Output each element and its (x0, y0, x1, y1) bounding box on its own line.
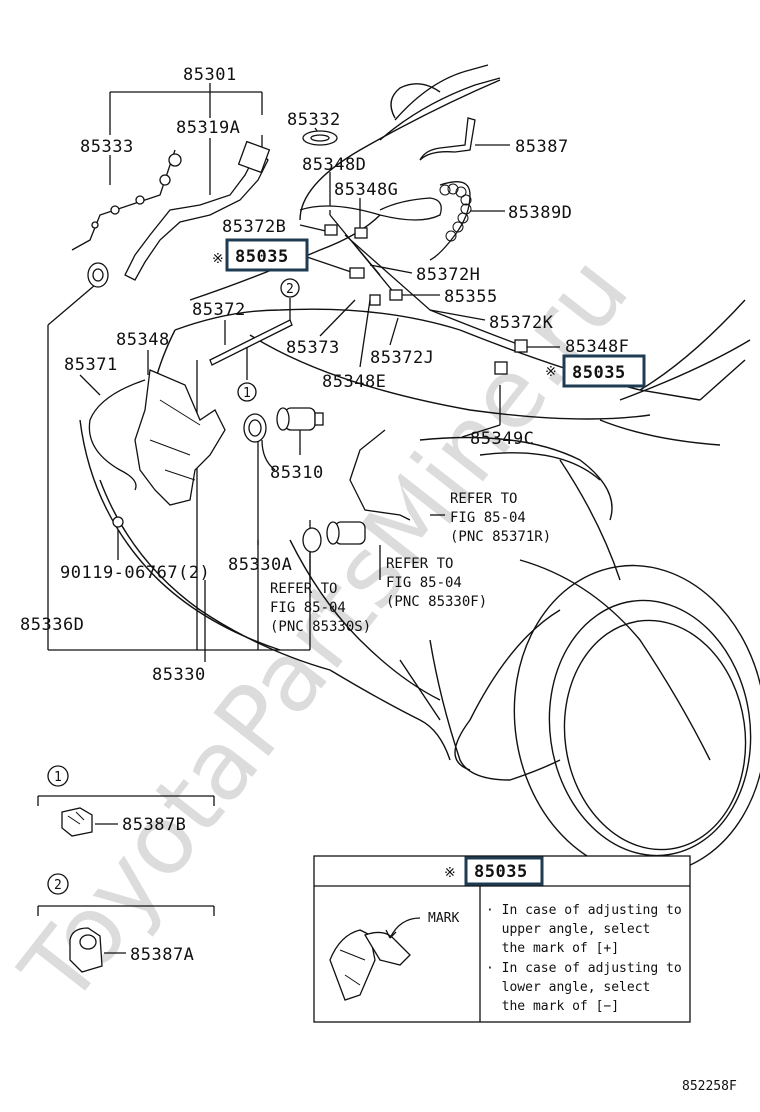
label-85349C[interactable]: 85349C (470, 429, 534, 449)
label-85387B[interactable]: 85387B (122, 815, 186, 835)
legend-1: 1 85387B (37, 765, 215, 837)
marker-1: 1 (243, 386, 251, 401)
label-85348D[interactable]: 85348D (302, 155, 366, 175)
label-85372J[interactable]: 85372J (370, 348, 434, 368)
note-line-4: · In case of adjusting to (486, 961, 682, 976)
note-line-3: the mark of [+] (486, 941, 619, 956)
refer-85330F-line1: REFER TO (386, 556, 453, 572)
vehicle-body-outline (79, 64, 760, 876)
label-85330[interactable]: 85330 (152, 665, 206, 685)
label-85372K[interactable]: 85372K (489, 313, 554, 333)
mark-label: MARK (428, 911, 459, 926)
label-85332[interactable]: 85332 (287, 110, 341, 130)
note-line-2: upper angle, select (486, 922, 650, 937)
refer-85371R-line1: REFER TO (450, 491, 517, 507)
note-line-6: the mark of [−] (486, 999, 619, 1014)
label-85348G[interactable]: 85348G (334, 180, 398, 200)
label-85371[interactable]: 85371 (64, 355, 118, 375)
refer-85330S-line3[interactable]: (PNC 85330S) (270, 619, 371, 635)
refer-85330S-line2: FIG 85-04 (270, 600, 346, 616)
part-labels: 85301 85333 85319A 85332 85387 85348D 85… (20, 65, 629, 685)
legend-1-number: 1 (54, 770, 62, 785)
label-85348F[interactable]: 85348F (565, 337, 629, 357)
label-85372B[interactable]: 85372B (222, 217, 286, 237)
highlight-box-85035-right[interactable] (562, 354, 646, 388)
note-box: ※ 85035 MARK · In case of adjusting to u… (313, 855, 691, 1023)
label-85387A[interactable]: 85387A (130, 945, 194, 965)
label-85355[interactable]: 85355 (444, 287, 498, 307)
marker-2: 2 (286, 282, 294, 297)
label-85348E[interactable]: 85348E (322, 372, 386, 392)
refer-85371R-line2: FIG 85-04 (450, 510, 526, 526)
note-mark-right: ※ (545, 364, 557, 380)
label-85035-right[interactable]: 85035 (572, 363, 626, 383)
circle-markers: 2 1 (237, 278, 300, 402)
note-mark-upper: ※ (212, 251, 224, 267)
label-85387[interactable]: 85387 (515, 137, 569, 157)
note-box-part-highlight[interactable] (464, 856, 544, 886)
figure-code: 852258F (682, 1079, 737, 1094)
label-85333[interactable]: 85333 (80, 137, 134, 157)
label-85035-upper[interactable]: 85035 (235, 247, 289, 267)
label-85373[interactable]: 85373 (286, 338, 340, 358)
label-85389D[interactable]: 85389D (508, 203, 572, 223)
label-85372H[interactable]: 85372H (416, 265, 480, 285)
label-85330A[interactable]: 85330A (228, 555, 292, 575)
highlight-box-85035-upper[interactable] (225, 238, 309, 272)
legend-2-number: 2 (54, 878, 62, 893)
note-line-5: lower angle, select (486, 980, 650, 995)
note-box-part[interactable]: 85035 (474, 862, 528, 882)
note-line-1: · In case of adjusting to (486, 903, 682, 918)
refer-85330F-line2: FIG 85-04 (386, 575, 462, 591)
label-85301[interactable]: 85301 (183, 65, 237, 85)
note-box-symbol: ※ (444, 865, 456, 881)
refer-85330F-line3[interactable]: (PNC 85330F) (386, 594, 487, 610)
label-85319A[interactable]: 85319A (176, 118, 240, 138)
label-85336D[interactable]: 85336D (20, 615, 84, 635)
label-85372[interactable]: 85372 (192, 300, 246, 320)
parts-shapes (71, 117, 528, 553)
label-90119-06767[interactable]: 90119-06767(2) (60, 563, 210, 583)
refer-85371R-line3[interactable]: (PNC 85371R) (450, 529, 551, 545)
label-85348[interactable]: 85348 (116, 330, 170, 350)
refer-85330S-line1: REFER TO (270, 581, 337, 597)
nozzle-illustration (329, 929, 376, 1001)
label-85310[interactable]: 85310 (270, 463, 324, 483)
legend-2: 2 85387A (37, 873, 215, 973)
